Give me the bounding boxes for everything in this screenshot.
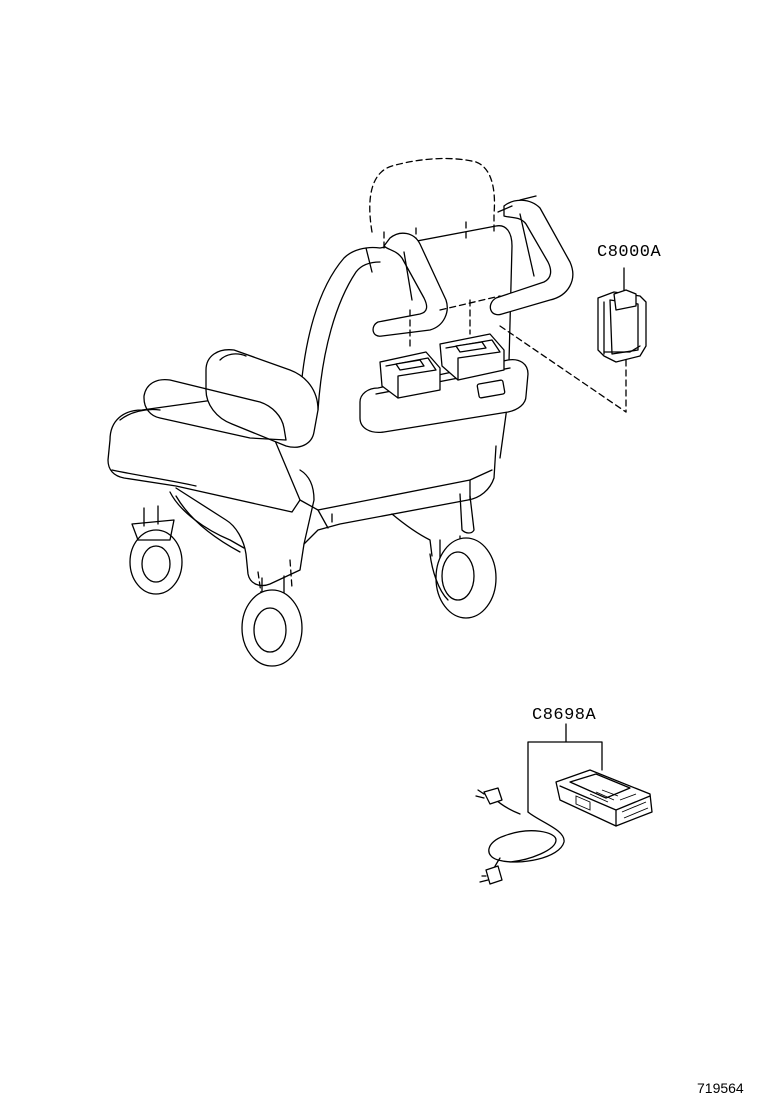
left-grab-handle: [372, 232, 448, 337]
c8698a-charger-body: [555, 769, 653, 827]
headrest: [369, 157, 496, 233]
module-c8000a: [499, 267, 647, 413]
seat-back: [299, 225, 513, 459]
caster-wheel-left: [129, 505, 183, 595]
c8698a-power-cable: [488, 811, 565, 873]
caster-wheel-front: [241, 575, 303, 667]
seatback-tray-slot: [476, 379, 506, 399]
part-label-c8000a: C8000A: [597, 243, 662, 262]
seat-illustration: [107, 157, 574, 667]
seatback-tray: [359, 358, 529, 434]
figure-number: 719564: [697, 1080, 744, 1096]
caster-wheel-right: [429, 535, 497, 619]
right-grab-handle: [489, 199, 574, 316]
armrest: [205, 349, 319, 448]
cup-holder-left: [379, 351, 441, 399]
part-label-c8698a: C8698A: [532, 706, 597, 725]
charger-c8698a: [475, 723, 653, 885]
